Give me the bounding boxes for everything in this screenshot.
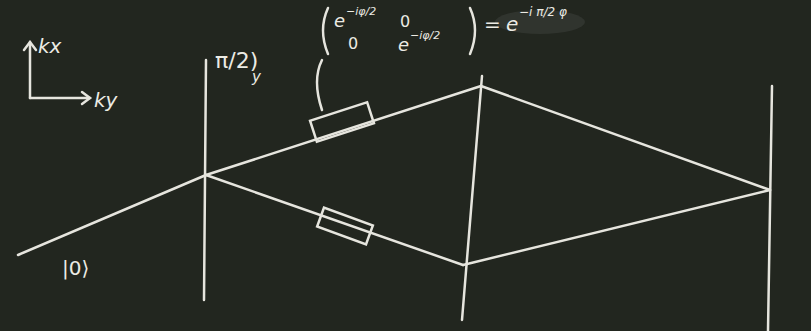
chalk-label: 0: [348, 36, 358, 52]
chalk-label: |0⟩: [62, 258, 89, 278]
chalk-label: e: [398, 36, 409, 54]
input-beam: [18, 175, 206, 255]
ky-axis: [30, 97, 90, 100]
chalk-label: −iφ/2: [346, 6, 376, 17]
chalk-label: 0: [400, 14, 410, 30]
chalk-label: π/2): [215, 50, 258, 72]
kx-axis: [29, 42, 32, 98]
phase-shifter: [310, 102, 374, 141]
chalk-label: −iφ/2: [410, 30, 440, 41]
beam-splitter: [204, 60, 206, 300]
beam-splitter: [768, 86, 772, 331]
chalk-label: =: [484, 14, 501, 34]
chalk-label: e: [506, 14, 518, 34]
axis-arrowhead: [24, 42, 36, 50]
chalk-label: ky: [94, 90, 117, 110]
chalk-label: −i π/2 φ: [519, 6, 567, 18]
axis-arrowhead: [82, 92, 90, 104]
leader-line: [317, 60, 322, 110]
upper-beam: [206, 86, 481, 175]
matrix-bracket: [323, 8, 328, 54]
lower-beam: [463, 190, 770, 265]
chalk-label: y: [252, 70, 261, 85]
chalk-label: e: [334, 12, 345, 30]
mirror: [462, 76, 482, 320]
upper-beam: [481, 86, 770, 190]
chalk-label: kx: [38, 36, 61, 56]
matrix-bracket: [470, 8, 475, 54]
phase-shifter: [317, 208, 373, 245]
lower-beam: [206, 175, 463, 265]
